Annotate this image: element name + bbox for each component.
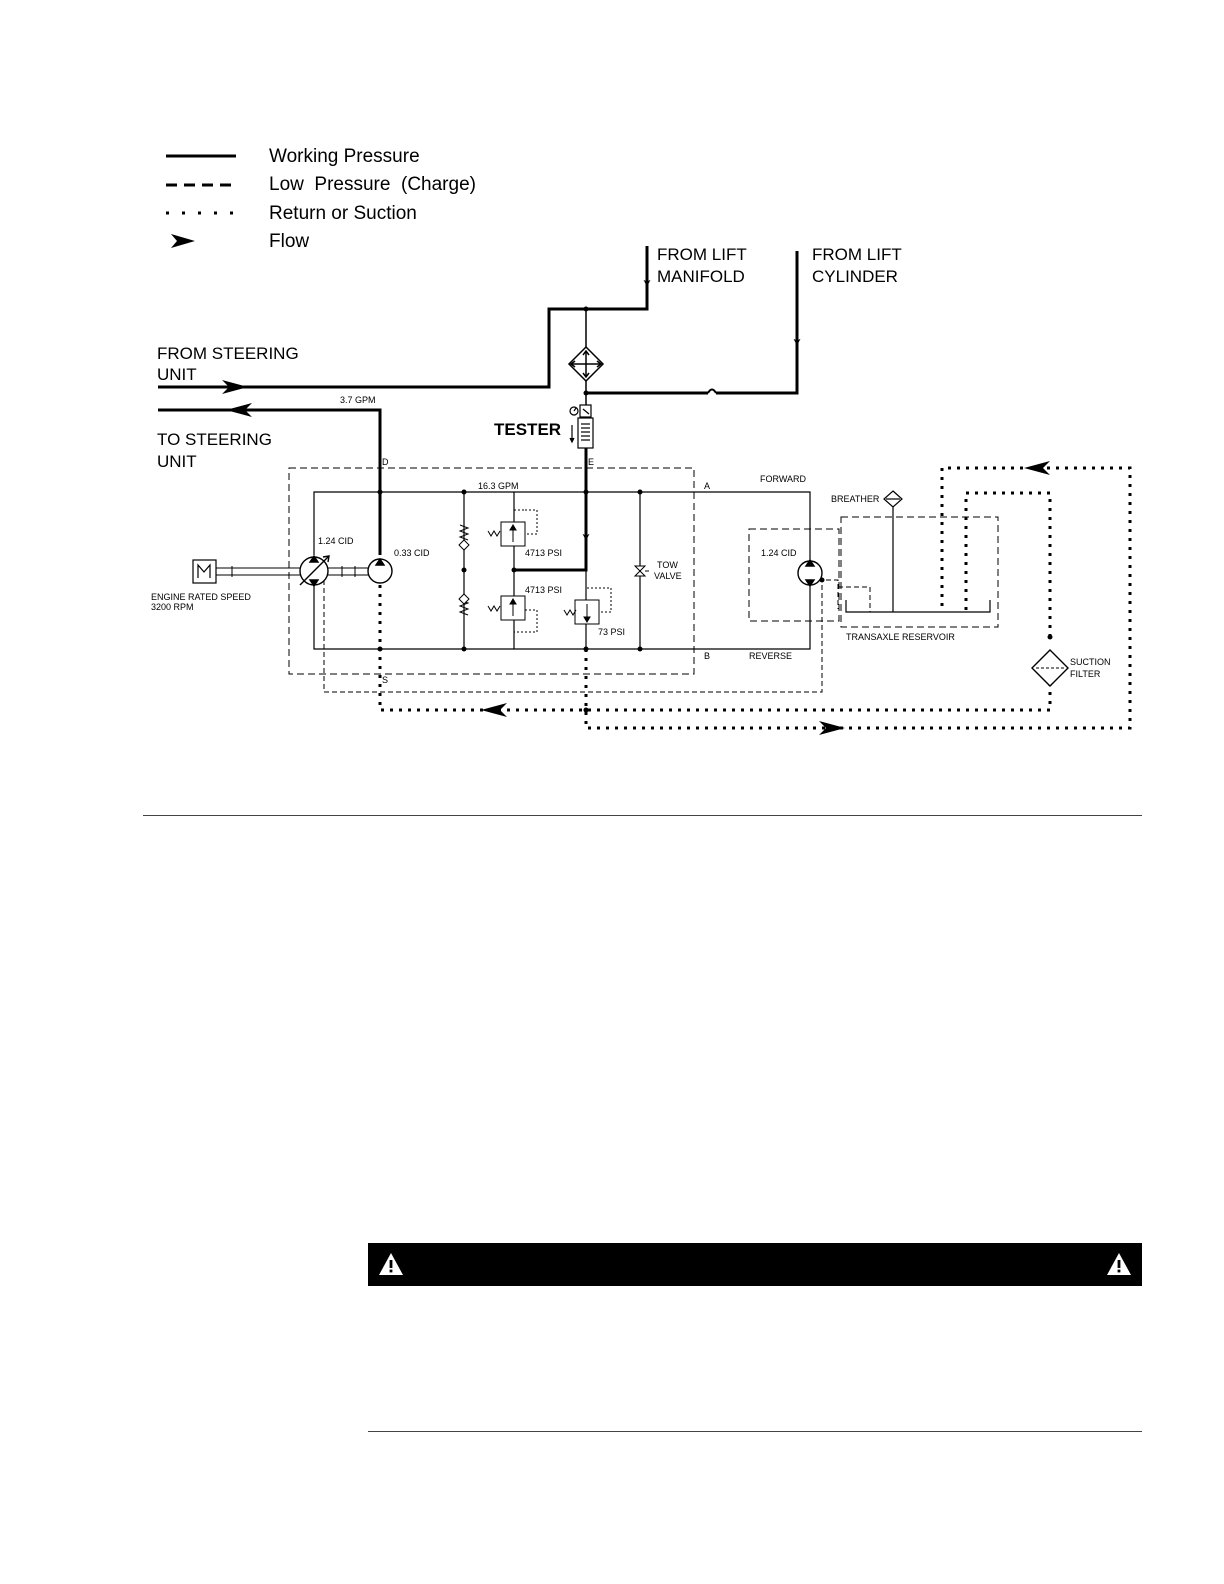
- legend-flow-arrow-icon: [171, 234, 195, 248]
- return-flow-arrow-right: [819, 721, 845, 735]
- flow-tester-icon: [569, 404, 594, 449]
- legend-label-low: Low Pressure (Charge): [269, 174, 476, 195]
- return-flow-arrow-top: [1024, 461, 1050, 475]
- to-steering-label-2: UNIT: [157, 452, 197, 471]
- motor-cid-label: 1.24 CID: [761, 548, 797, 558]
- relief-valve-2-icon: [458, 593, 538, 633]
- pump-cid-label: 1.24 CID: [318, 536, 354, 546]
- relief-1-psi-label: 4713 PSI: [525, 548, 562, 558]
- relief-2-psi-label: 4713 PSI: [525, 585, 562, 595]
- legend-label-flow: Flow: [269, 231, 309, 252]
- reservoir-label: TRANSAXLE RESERVOIR: [846, 632, 955, 642]
- pump-housing-box: [288, 467, 695, 675]
- charge-pump-icon: [367, 557, 393, 584]
- legend: Working Pressure Low Pressure (Charge) R…: [166, 146, 476, 252]
- warning-banner: [368, 1243, 1142, 1286]
- suction-filter-icon: [1031, 649, 1069, 687]
- relief-valve-1-icon: [458, 509, 538, 551]
- gpm-main-label: 16.3 GPM: [478, 481, 519, 491]
- gpm-steering-label: 3.7 GPM: [340, 395, 376, 405]
- junction-dots: [377, 306, 1053, 713]
- engine-icon: [192, 559, 368, 584]
- working-pressure-lines: [158, 246, 801, 572]
- inline-filter-icon: [567, 345, 605, 383]
- return-flow-arrow-left: [481, 703, 507, 717]
- port-e-label: E: [588, 457, 594, 467]
- charge-cid-label: 0.33 CID: [394, 548, 430, 558]
- tester-label: TESTER: [494, 420, 561, 439]
- tow-valve-icon: [633, 565, 649, 577]
- from-steering-label-2: UNIT: [157, 365, 197, 384]
- port-d-label: D: [382, 457, 389, 467]
- forward-label: FORWARD: [760, 474, 806, 484]
- legend-label-working: Working Pressure: [269, 146, 420, 167]
- charge-psi-label: 73 PSI: [598, 627, 625, 637]
- port-s-label: S: [382, 675, 388, 685]
- section-divider-top: [143, 815, 1142, 816]
- tow-valve-label-2: VALVE: [654, 571, 682, 581]
- port-a-label: A: [704, 481, 710, 491]
- to-steering-label-1: TO STEERING: [157, 430, 272, 449]
- suction-filter-label-2: FILTER: [1070, 669, 1101, 679]
- reservoir-box: [840, 516, 999, 628]
- from-lift-manifold-label-1: FROM LIFT: [657, 245, 747, 264]
- warning-triangle-icon: [379, 1253, 403, 1275]
- port-b-label: B: [704, 651, 710, 661]
- warning-triangle-icon: [1107, 1253, 1131, 1275]
- reservoir-icon: [845, 490, 991, 613]
- legend-label-return: Return or Suction: [269, 203, 417, 224]
- charge-lines: [323, 579, 871, 693]
- engine-label-2: 3200 RPM: [151, 602, 194, 612]
- tow-valve-label-1: TOW: [657, 560, 678, 570]
- from-lift-cylinder-label-1: FROM LIFT: [812, 245, 902, 264]
- section-divider-bottom: [368, 1431, 1142, 1432]
- engine-label-1: ENGINE RATED SPEED: [151, 592, 251, 602]
- from-lift-cylinder-label-2: CYLINDER: [812, 267, 898, 286]
- return-suction-lines: [378, 466, 1132, 730]
- from-steering-label-1: FROM STEERING: [157, 344, 299, 363]
- variable-pump-icon: [299, 554, 330, 588]
- from-lift-manifold-label-2: MANIFOLD: [657, 267, 745, 286]
- motor-housing-box: [748, 528, 840, 622]
- suction-filter-label-1: SUCTION: [1070, 657, 1111, 667]
- breather-label: BREATHER: [831, 494, 880, 504]
- charge-relief-valve-icon: [563, 587, 612, 625]
- wheel-motor-icon: [797, 558, 823, 588]
- reverse-label: REVERSE: [749, 651, 792, 661]
